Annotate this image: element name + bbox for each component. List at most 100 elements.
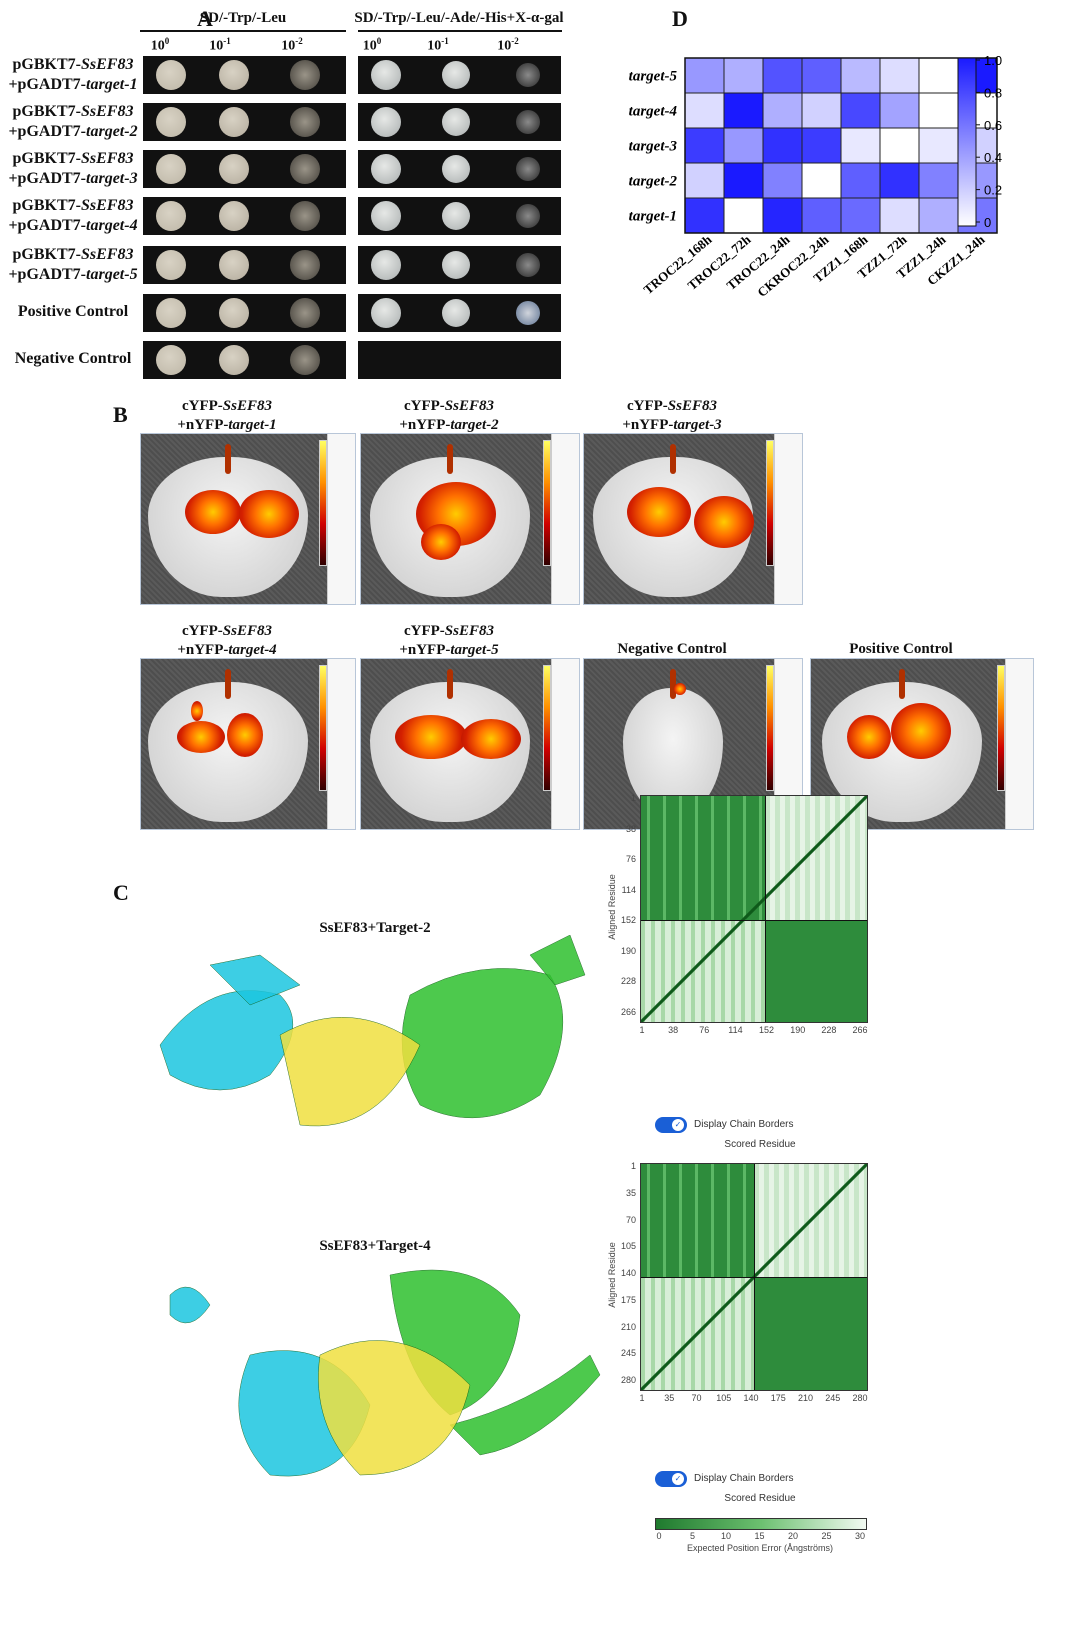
construct-gene: SsEF83	[81, 56, 134, 73]
bifc-label-line-2: +nYFP-target-3	[583, 416, 761, 435]
row-label-line-1: pGBKT7-SsEF83	[4, 55, 142, 75]
pae-x-tick: 228	[821, 1025, 837, 1035]
heatmap-cell	[762, 127, 803, 164]
pae-scale-label: Expected Position Error (Ångströms)	[686, 1543, 834, 1553]
dilution-exponent: 0	[164, 36, 170, 46]
construct-gene: SsEF83	[222, 398, 272, 414]
heatmap-cell	[879, 197, 920, 234]
yeast-colony-spot	[219, 250, 249, 280]
pae-scale-tick: 5	[689, 1531, 695, 1541]
construct-prefix: cYFP-	[181, 398, 223, 414]
bifc-label: cYFP-SsEF83+nYFP-target-3	[583, 397, 761, 435]
bifc-label-line-1: cYFP-SsEF83	[583, 397, 761, 416]
heatmap-cell	[840, 162, 881, 199]
yeast-colony-spot	[156, 345, 186, 375]
bifc-label-line-1: cYFP-SsEF83	[360, 622, 538, 641]
fluorescence-signal	[185, 490, 241, 534]
heatmap-cell	[723, 92, 764, 129]
pae-x-tick: 190	[790, 1025, 806, 1035]
colorbar-tick-label: 0.4	[984, 150, 1002, 165]
fluorescence-image	[360, 658, 580, 830]
fluorescence-signal	[891, 703, 951, 759]
fluorescence-signal	[227, 713, 263, 757]
fluorescence-image	[140, 658, 356, 830]
yeast-colony-spot	[290, 298, 320, 328]
fluorescence-signal	[421, 524, 461, 560]
yeast-colony-spot	[442, 108, 470, 136]
scale-legend-panel	[551, 434, 579, 604]
chain-borders-toggle[interactable]: ✓	[655, 1471, 687, 1487]
dilution-base: 10	[150, 38, 165, 54]
pae-y-axis-label: Aligned Residue	[607, 1242, 617, 1308]
construct-gene: SsEF83	[81, 150, 134, 167]
row-label: pGBKT7-SsEF83+pGADT7-target-2	[4, 102, 142, 142]
selection-plate	[358, 197, 561, 235]
yeast-colony-spot	[156, 250, 186, 280]
ribbon-segment	[209, 954, 301, 1006]
yeast-colony-spot	[371, 154, 401, 184]
construct-prefix: pGBKT7-	[12, 246, 81, 263]
fluorescence-scale-bar	[543, 440, 551, 566]
colorbar-tick-label: 0.2	[984, 183, 1002, 198]
heatmap-cell	[684, 92, 725, 129]
selection-plate	[143, 341, 346, 379]
yeast-colony-spot	[371, 298, 401, 328]
construct-gene: SsEF83	[81, 103, 134, 120]
yeast-colony-spot	[516, 301, 540, 325]
construct-gene: SsEF83	[222, 623, 272, 639]
heatmap-row-label: target-2	[629, 174, 678, 190]
heatmap-cell	[801, 162, 842, 199]
construct-target: target-4	[228, 642, 277, 658]
construct-prefix: +nYFP-	[177, 417, 229, 433]
pae-x-tick: 140	[743, 1393, 759, 1403]
toggle-label: Display Chain Borders	[694, 1473, 794, 1484]
bifc-label-line-2: +nYFP-target-1	[140, 416, 314, 435]
construct-prefix: cYFP-	[403, 398, 445, 414]
pae-x-tick: 70	[691, 1393, 702, 1403]
chain-borders-toggle[interactable]: ✓	[655, 1117, 687, 1133]
row-label-line-1: pGBKT7-SsEF83	[4, 196, 142, 216]
selection-plate	[358, 56, 561, 94]
scale-legend-panel	[327, 659, 355, 829]
row-label-line-2: +pGADT7-target-2	[4, 122, 142, 142]
fluorescence-image	[583, 433, 803, 605]
dilution-label: 10-1	[408, 36, 468, 55]
heatmap-row-label: target-1	[629, 209, 677, 225]
dilution-base: 10	[209, 38, 224, 54]
bifc-label: Positive Control	[849, 641, 953, 657]
bifc-label: Negative Control	[617, 641, 727, 657]
heatmap-cell	[723, 162, 764, 199]
heatmap-cell	[723, 127, 764, 164]
dilution-label: 100	[130, 36, 190, 55]
pae-scale-tick: 0	[656, 1531, 662, 1541]
pae-y-tick: 1	[630, 1161, 636, 1171]
yeast-colony-spot	[516, 253, 540, 277]
yeast-colony-spot	[442, 202, 470, 230]
selection-plate	[358, 294, 561, 332]
construct-prefix: cYFP-	[403, 623, 445, 639]
pae-y-tick: 1	[630, 793, 636, 803]
construct-prefix: pGBKT7-	[12, 103, 81, 120]
bifc-label: cYFP-SsEF83+nYFP-target-5	[360, 622, 538, 660]
row-label-line-1: pGBKT7-SsEF83	[4, 102, 142, 122]
heatmap-row-label: target-5	[629, 69, 678, 85]
ribbon-segment	[159, 990, 294, 1091]
construct-prefix: +nYFP-	[399, 417, 451, 433]
pae-x-tick: 280	[852, 1393, 868, 1403]
selection-plate	[143, 56, 346, 94]
row-label: Negative Control	[14, 350, 132, 367]
row-label-line-2: +pGADT7-target-4	[4, 216, 142, 236]
dilution-base: 10	[427, 38, 442, 54]
heatmap-cell	[801, 57, 842, 94]
bifc-label-line-2: +nYFP-target-2	[360, 416, 538, 435]
selection-plate	[358, 150, 561, 188]
ribbon-segment	[318, 1340, 471, 1476]
selection-plate	[143, 246, 346, 284]
selection-plate	[143, 197, 346, 235]
ribbon-segment	[169, 1286, 211, 1324]
pae-x-tick: 76	[699, 1025, 710, 1035]
bifc-label-line-1: cYFP-SsEF83	[140, 622, 314, 641]
panel-a-letter: A	[197, 6, 213, 31]
pae-x-axis-label: Scored Residue	[724, 1139, 796, 1150]
pae-x-tick: 1	[639, 1025, 645, 1035]
